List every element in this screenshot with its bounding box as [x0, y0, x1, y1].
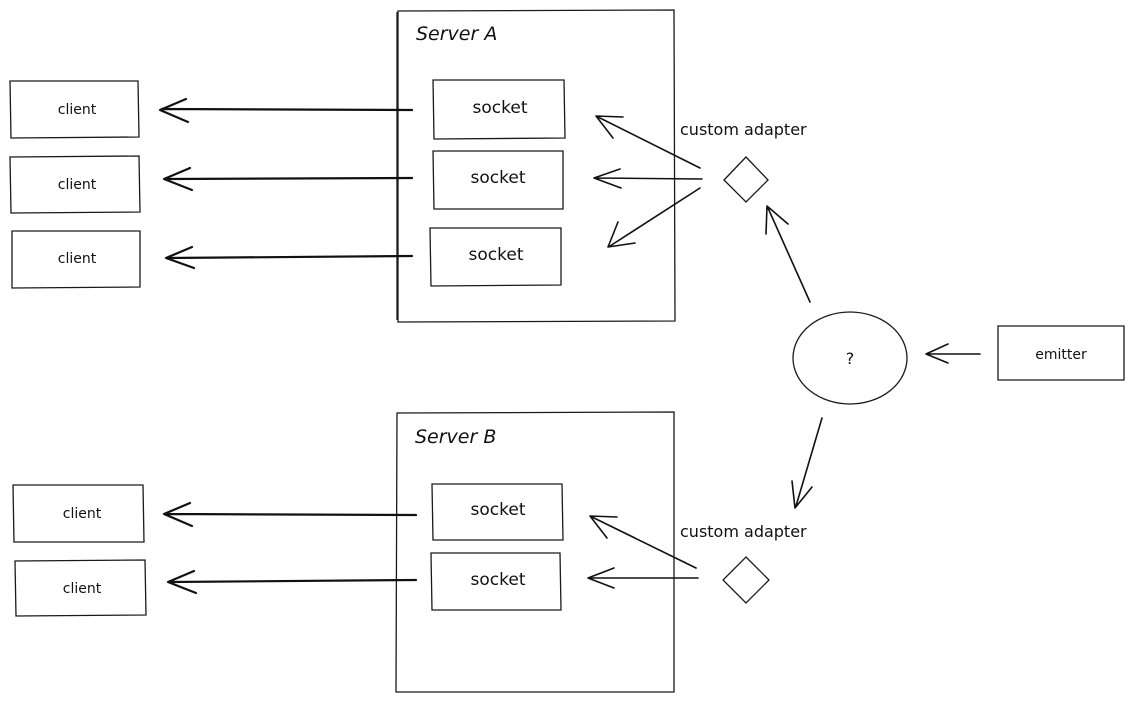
arrow-socket-b1-to-client [162, 501, 418, 528]
client-a2-box [9, 155, 141, 214]
client-a2: client [58, 177, 97, 193]
arrow-socket-a1-to-client [158, 97, 414, 124]
arrow-hub-to-adapter-a [765, 205, 811, 303]
adapter-b-diamond [722, 556, 770, 604]
server-a: Server A socket socket socket [396, 9, 676, 323]
server-b-socket-1-box [431, 483, 564, 541]
arrow-adapter-a-to-socket-3 [607, 187, 701, 248]
server-a-socket-1-box [432, 79, 566, 140]
emitter-box [997, 325, 1125, 381]
hub: ? [765, 205, 908, 509]
server-a-socket-3-box [429, 227, 562, 287]
client-a1: client [58, 102, 97, 118]
emitter-label: emitter [1035, 347, 1087, 363]
server-a-label: Server A [416, 23, 497, 45]
arrow-adapter-a-to-socket-1 [595, 115, 701, 169]
server-a-socket-2: socket [471, 168, 526, 188]
server-a-arrows [158, 97, 414, 270]
client-b2: client [63, 581, 102, 597]
server-a-box [396, 9, 676, 323]
server-b-box [395, 411, 675, 693]
server-b-socket-2-box [430, 552, 562, 611]
client-a3-box [11, 230, 141, 289]
client-b2-box [14, 559, 147, 617]
adapter-a: custom adapter [593, 115, 807, 248]
server-a-socket-2-box [432, 150, 564, 210]
arrow-adapter-b-to-socket-1 [589, 515, 697, 569]
server-a-socket-1: socket [473, 98, 528, 118]
adapter-a-label: custom adapter [680, 120, 807, 139]
server-a-socket-3: socket [469, 245, 524, 265]
arrow-hub-to-adapter-b [791, 417, 823, 509]
server-b: Server B socket socket [395, 411, 675, 693]
arrow-adapter-b-to-socket-2 [587, 567, 699, 589]
server-b-clients: client client [12, 484, 147, 617]
arrow-socket-b2-to-client [166, 569, 418, 595]
client-a3: client [58, 251, 97, 267]
server-a-clients: client client client [9, 80, 141, 289]
server-b-label: Server B [415, 426, 496, 448]
arrow-socket-a3-to-client [164, 245, 414, 270]
server-b-arrows [162, 501, 418, 595]
adapter-a-diamond [723, 156, 769, 203]
server-b-socket-1: socket [471, 500, 526, 520]
emitter: emitter [925, 325, 1125, 381]
client-b1-box [12, 484, 145, 543]
server-b-socket-2: socket [471, 570, 526, 590]
hub-circle [792, 311, 908, 405]
arrow-emitter-to-hub [925, 343, 981, 364]
client-b1: client [63, 506, 102, 522]
hub-label: ? [846, 349, 855, 368]
arrow-socket-a2-to-client [162, 166, 414, 192]
arrow-adapter-a-to-socket-2 [593, 168, 703, 189]
adapter-b: custom adapter [587, 515, 807, 604]
adapter-b-label: custom adapter [680, 522, 807, 541]
client-a1-box [9, 80, 140, 139]
